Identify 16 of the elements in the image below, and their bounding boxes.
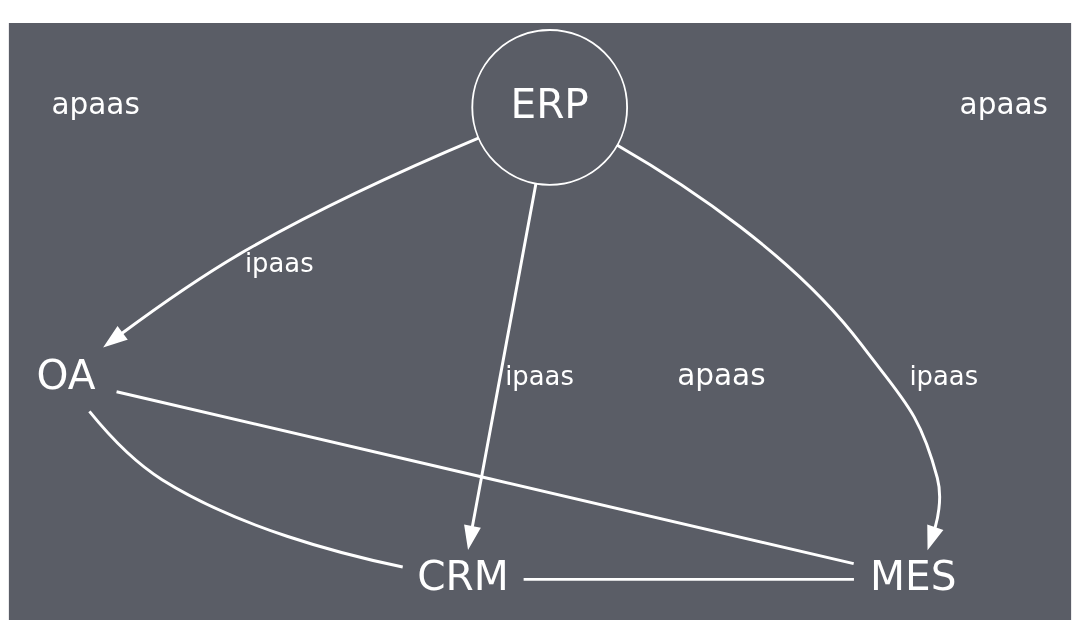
label: apaas <box>51 87 140 122</box>
edge-label: ipaas <box>909 361 979 392</box>
connector <box>523 577 854 581</box>
edge-label: ipaas <box>244 247 314 278</box>
label: apaas <box>959 87 1048 122</box>
arrow <box>103 136 480 348</box>
label: apaas <box>677 358 766 393</box>
arrow <box>616 143 944 551</box>
node-circle: ERP <box>471 29 629 186</box>
node-text: MES <box>870 551 957 600</box>
edge-label: ipaas <box>505 361 574 392</box>
connector <box>88 410 403 569</box>
connector <box>116 390 855 566</box>
node-text: OA <box>36 350 96 399</box>
node-text: CRM <box>417 551 509 600</box>
arrow <box>464 183 538 551</box>
